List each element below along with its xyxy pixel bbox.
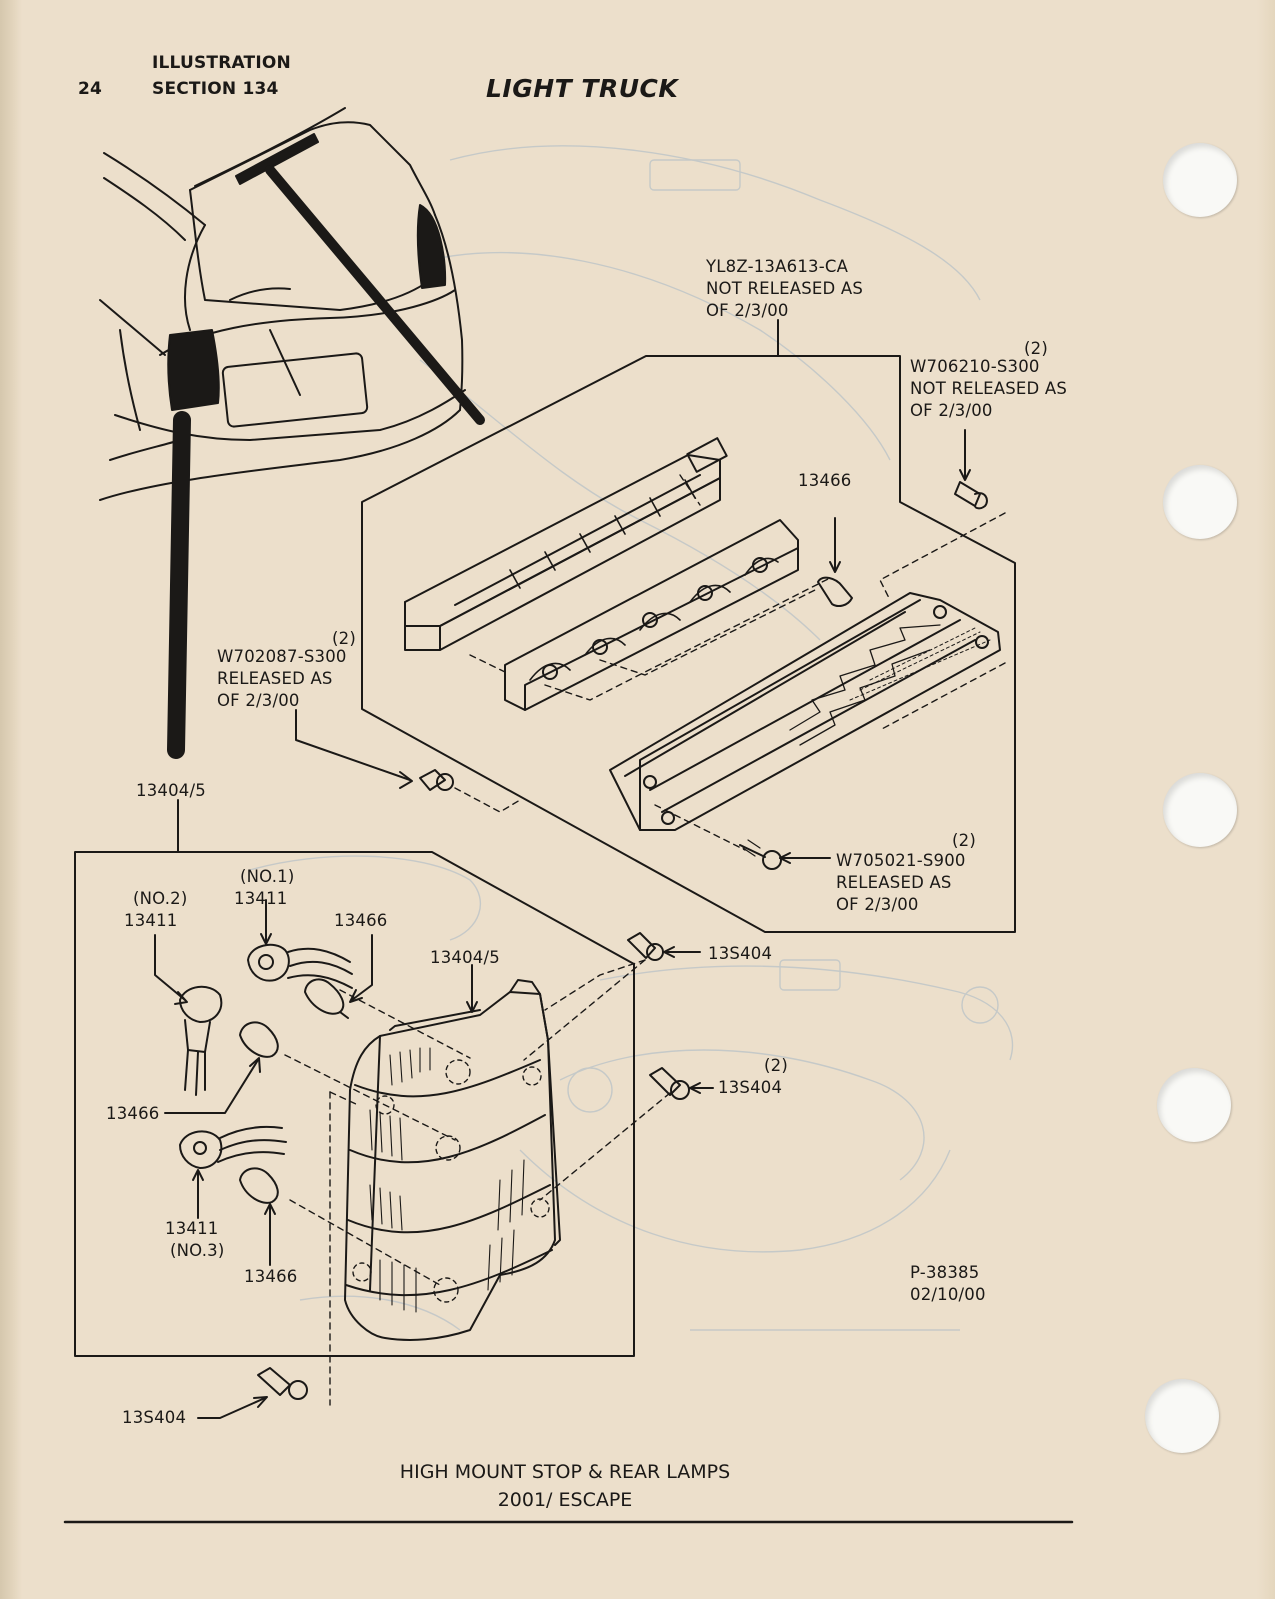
callout-w705021-note: RELEASED AS bbox=[836, 873, 952, 892]
lamp-lens bbox=[609, 592, 1001, 831]
page-binding-edge bbox=[0, 0, 22, 1599]
screw-w706210 bbox=[954, 429, 988, 510]
page-number: 24 bbox=[78, 79, 103, 99]
callout-bulb-13466-a: 13466 bbox=[334, 911, 388, 930]
caption-model: 2001/ ESCAPE bbox=[497, 1489, 633, 1511]
callout-no2-part: 13411 bbox=[124, 911, 178, 930]
punch-hole bbox=[1157, 1068, 1231, 1142]
bulb-13466-a bbox=[304, 934, 373, 1019]
callout-13s404-a: 13S404 bbox=[708, 944, 773, 963]
callout-bulb-13466-b: 13466 bbox=[106, 1104, 160, 1123]
callout-13s404-b-qty: (2) bbox=[764, 1056, 788, 1075]
callout-w706210-qty: (2) bbox=[1024, 339, 1048, 358]
assembly-guide-lines bbox=[469, 474, 1006, 851]
callout-lamp-assembly-part: YL8Z-13A613-CA bbox=[706, 257, 849, 276]
screw-13s404-a bbox=[627, 932, 701, 961]
section-label: ILLUSTRATION bbox=[152, 53, 291, 73]
punch-hole bbox=[1163, 773, 1237, 847]
punch-hole bbox=[1163, 465, 1237, 539]
callout-no3-part: 13411 bbox=[165, 1219, 219, 1238]
punch-hole bbox=[1145, 1379, 1219, 1453]
rear-assembly-guide-lines bbox=[284, 959, 671, 1406]
bleed-through-artwork bbox=[249, 145, 1014, 1331]
rear-lamp-body bbox=[344, 964, 561, 1341]
callout-no1-label: (NO.1) bbox=[240, 867, 295, 886]
rear-lamp-detail-panel bbox=[74, 851, 635, 1357]
socket-13411-no1 bbox=[247, 899, 353, 989]
left-tail-lamp-highlight bbox=[167, 329, 220, 411]
callout-lamp-assembly-note: NOT RELEASED AS bbox=[706, 279, 864, 298]
callout-w702087-date: OF 2/3/00 bbox=[217, 691, 300, 710]
callout-w705021-date: OF 2/3/00 bbox=[836, 895, 919, 914]
figure-date: 02/10/00 bbox=[910, 1285, 986, 1304]
screw-w702087 bbox=[295, 709, 521, 813]
pointer-to-high-mount bbox=[265, 165, 485, 425]
pointer-to-rear-lamp bbox=[167, 411, 191, 759]
callout-no1-part: 13411 bbox=[234, 889, 288, 908]
callout-w705021-qty: (2) bbox=[952, 831, 976, 850]
callout-lamp-assembly-date: OF 2/3/00 bbox=[706, 301, 789, 320]
callout-w706210-part: W706210-S300 bbox=[910, 357, 1040, 376]
socket-13411-no3 bbox=[179, 1125, 287, 1219]
callout-no2-label: (NO.2) bbox=[133, 889, 188, 908]
right-tail-lamp-highlight bbox=[416, 204, 447, 289]
callout-no3-label: (NO.3) bbox=[170, 1241, 225, 1260]
high-mount-lamp-highlight bbox=[235, 133, 319, 185]
high-mount-detail-panel bbox=[361, 355, 1016, 933]
socket-13411-no2 bbox=[154, 934, 223, 1096]
page-title: LIGHT TRUCK bbox=[486, 74, 679, 103]
callout-rear-lamp-inner: 13404/5 bbox=[430, 948, 500, 967]
callout-w702087-qty: (2) bbox=[332, 629, 356, 648]
page-right-edge bbox=[1257, 0, 1275, 1599]
callout-bulb-13466-c: 13466 bbox=[244, 1267, 298, 1286]
figure-number: P-38385 bbox=[910, 1263, 980, 1282]
screw-w705021 bbox=[739, 839, 831, 870]
callout-w706210-note: NOT RELEASED AS bbox=[910, 379, 1068, 398]
section-number: SECTION 134 bbox=[152, 79, 279, 99]
caption-title: HIGH MOUNT STOP & REAR LAMPS bbox=[399, 1461, 731, 1483]
callout-13s404-c: 13S404 bbox=[122, 1408, 187, 1427]
callout-w702087-part: W702087-S300 bbox=[217, 647, 347, 666]
callout-w706210-date: OF 2/3/00 bbox=[910, 401, 993, 420]
bulb-13466-high-mount bbox=[817, 517, 853, 607]
bulb-13466-b bbox=[164, 1021, 279, 1114]
callout-w705021-part: W705021-S900 bbox=[836, 851, 966, 870]
lamp-housing bbox=[404, 437, 728, 651]
screw-13s404-c bbox=[197, 1367, 308, 1419]
bulb-13466-c bbox=[239, 1167, 279, 1266]
callout-rear-lamp-ref: 13404/5 bbox=[136, 781, 206, 800]
bulb-carrier bbox=[504, 519, 799, 711]
callout-bulb-13466-top: 13466 bbox=[798, 471, 852, 490]
vehicle-rear-view bbox=[99, 107, 466, 501]
punch-hole bbox=[1163, 143, 1237, 217]
screw-13s404-b bbox=[649, 1067, 714, 1100]
callout-13s404-b: 13S404 bbox=[718, 1078, 783, 1097]
callout-w702087-note: RELEASED AS bbox=[217, 669, 333, 688]
